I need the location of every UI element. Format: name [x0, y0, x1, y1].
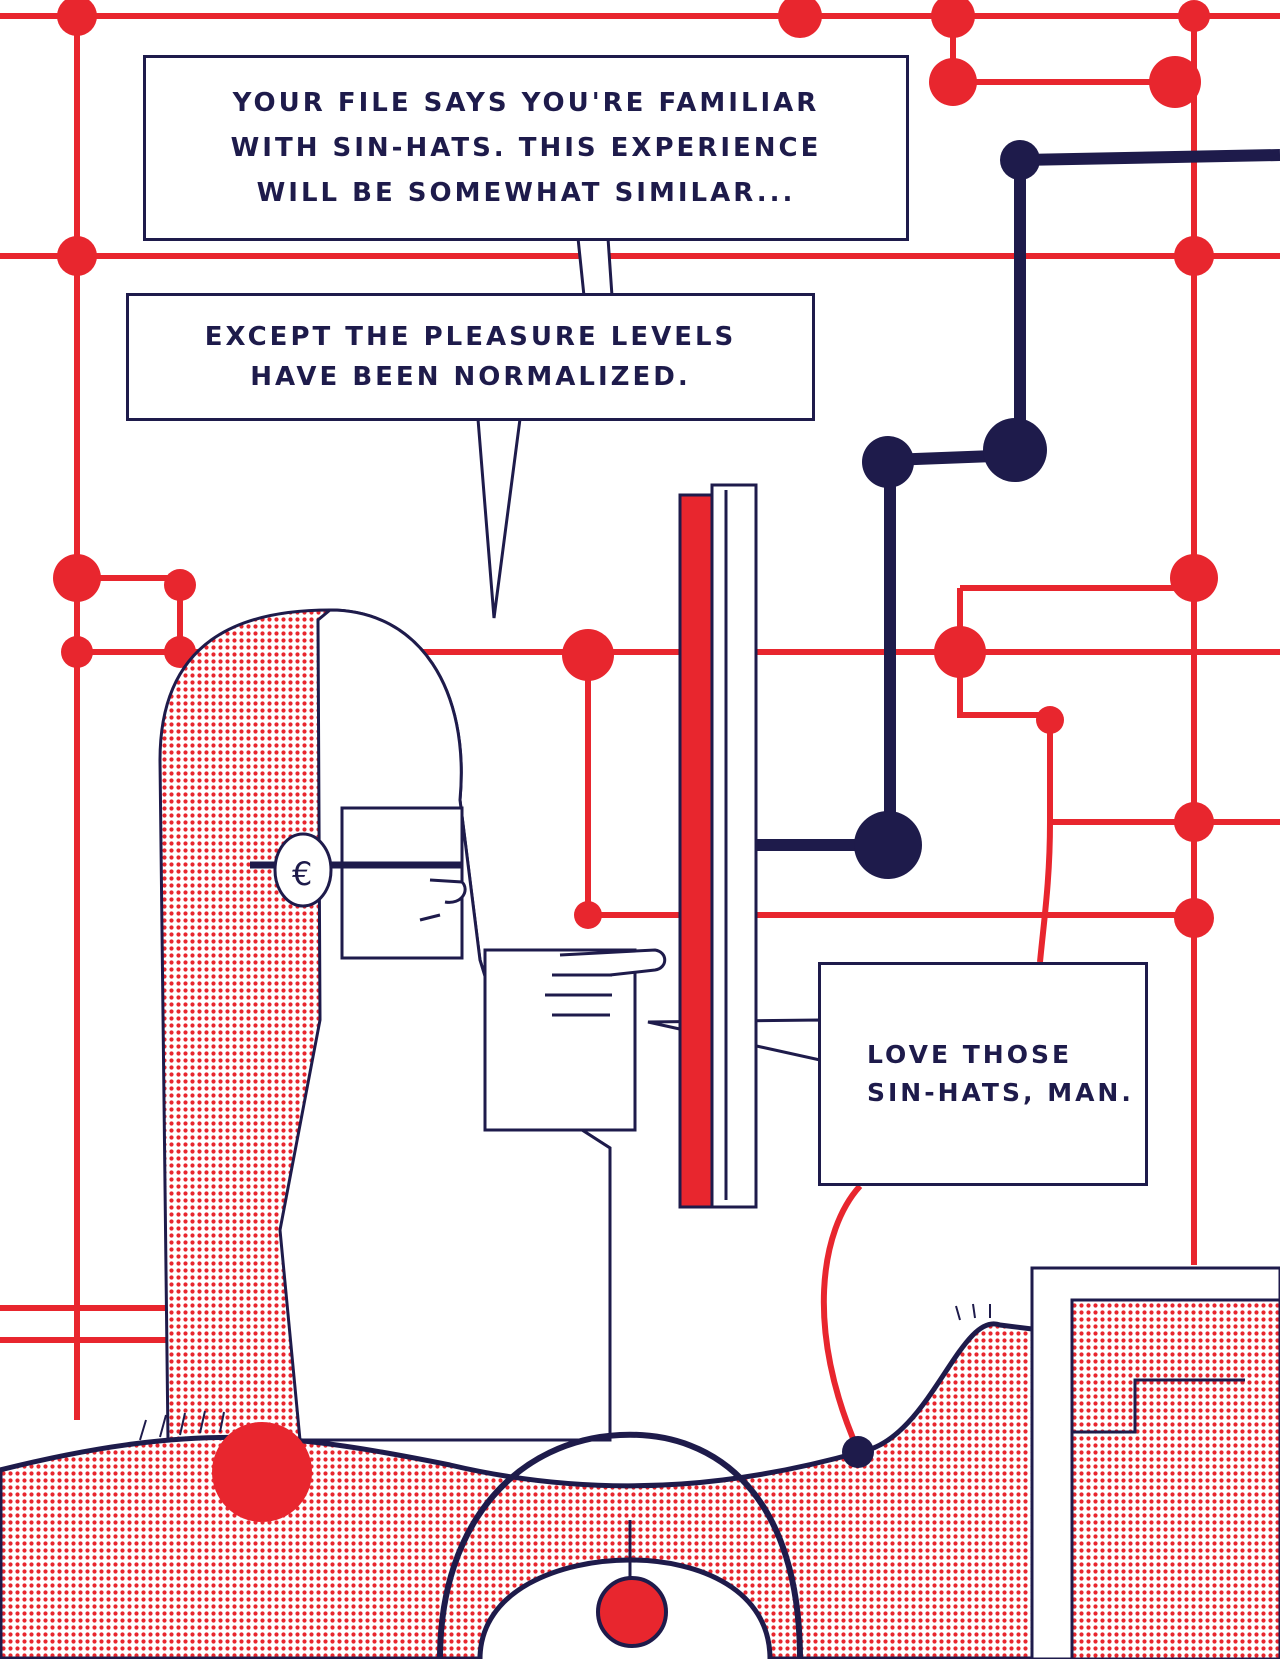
- svg-text:€: €: [292, 855, 312, 893]
- monitor: [678, 483, 758, 1209]
- caption-box-file: YOUR FILE SAYS YOU'RE FAMILIAR WITH SIN-…: [143, 55, 909, 241]
- speech-line: LOVE THOSE: [867, 1040, 1073, 1069]
- caption-line: WILL BE SOMEWHAT SIMILAR...: [256, 177, 796, 208]
- red-circuit-nodes: [53, 0, 1218, 938]
- caption-line: HAVE BEEN NORMALIZED.: [250, 362, 691, 392]
- machine: [1030, 1266, 1280, 1659]
- caption-line: YOUR FILE SAYS YOU'RE FAMILIAR: [232, 87, 820, 118]
- caption-line: WITH SIN-HATS. THIS EXPERIENCE: [230, 132, 822, 163]
- caption-box-pleasure: EXCEPT THE PLEASURE LEVELS HAVE BEEN NOR…: [126, 293, 815, 421]
- foreground: [0, 1303, 1043, 1659]
- character: €: [158, 608, 667, 1442]
- navy-circuit: [755, 140, 1280, 879]
- speech-line: SIN-HATS, MAN.: [867, 1078, 1134, 1107]
- speech-box-reply: LOVE THOSE SIN-HATS, MAN.: [818, 962, 1148, 1186]
- caption-line: EXCEPT THE PLEASURE LEVELS: [204, 322, 737, 352]
